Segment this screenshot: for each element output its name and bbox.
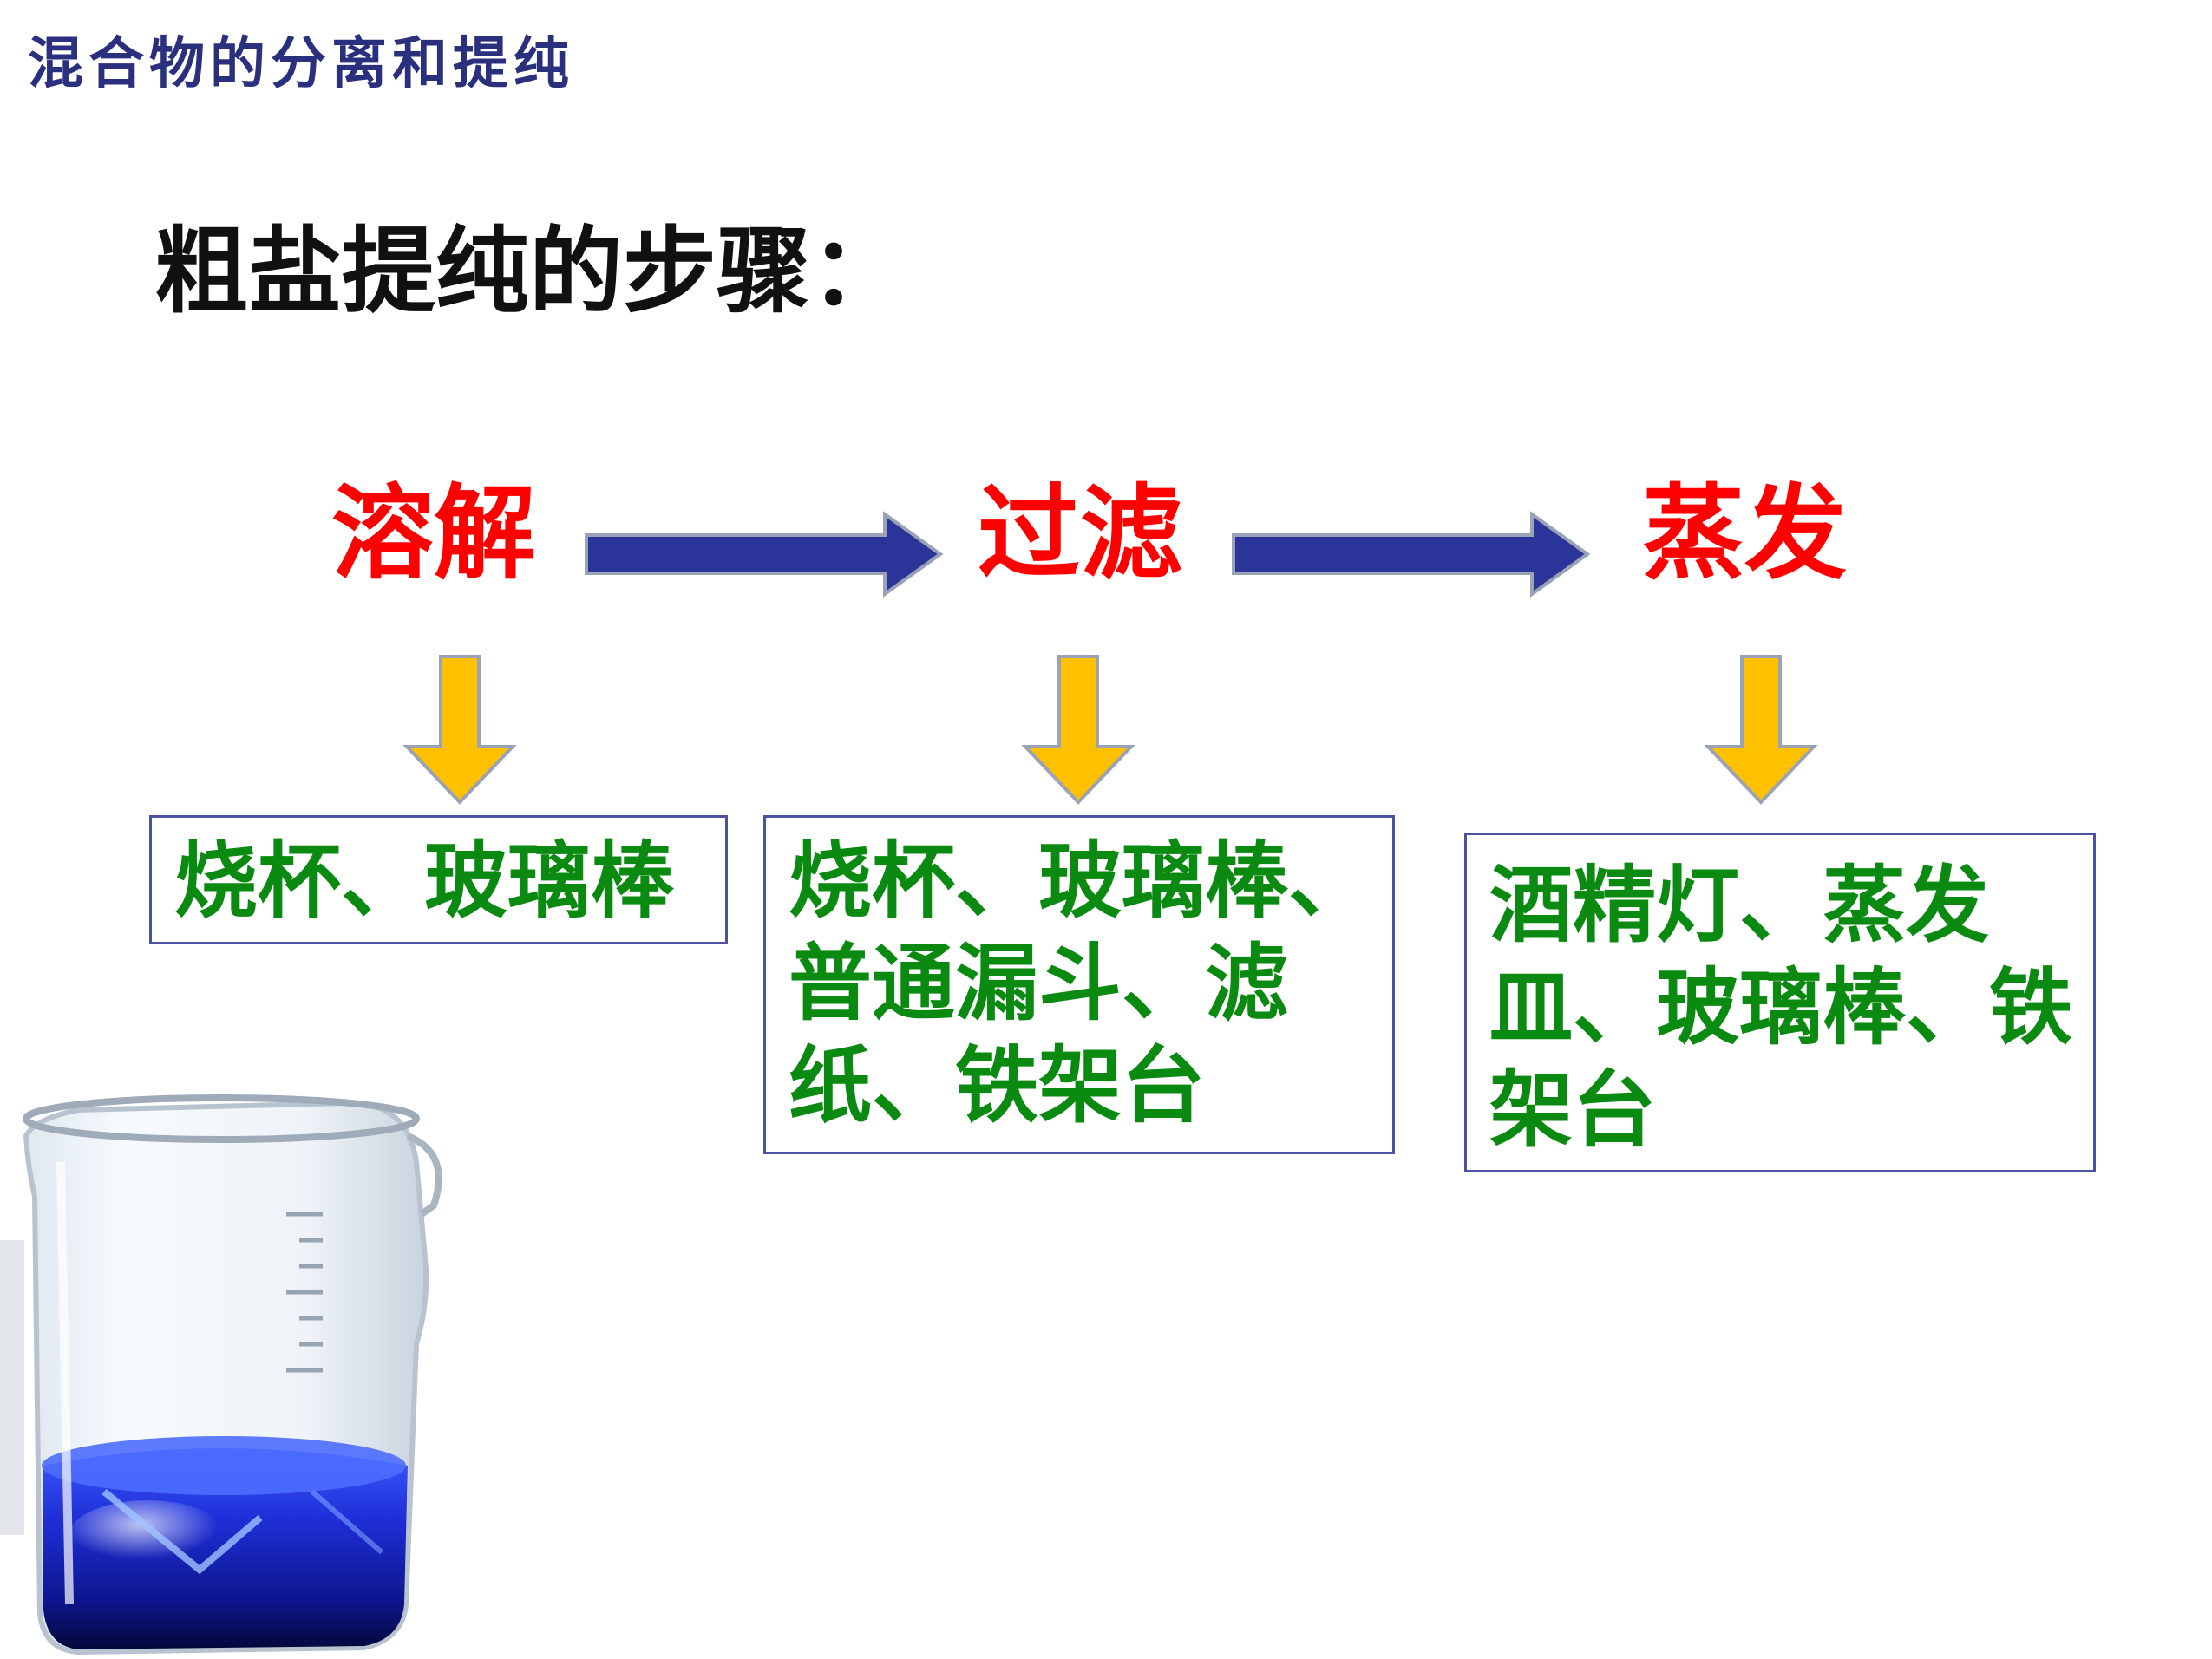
down-arrow-icon [402,655,517,805]
evaporate-tools-box: 酒精灯、蒸发皿、玻璃棒、铁架台 [1464,833,2096,1172]
dissolve-tools-box: 烧杯、玻璃棒 [149,815,728,944]
beaker-image [0,1094,442,1656]
filter-tools-box: 烧杯、玻璃棒、普通漏斗、滤纸、铁架台 [763,815,1395,1154]
evaporate-tools-text: 酒精灯、蒸发皿、玻璃棒、铁架台 [1489,856,2072,1159]
slide-heading: 粗盐提纯的步骤： [154,217,905,326]
filter-tools-text: 烧杯、玻璃棒、普通漏斗、滤纸、铁架台 [789,832,1371,1134]
down-arrow-icon [1021,655,1135,805]
right-arrow-icon [585,511,944,598]
down-arrow-icon [1704,655,1818,805]
step-filter-label: 过滤 [978,473,1183,593]
step-evaporate-label: 蒸发 [1642,473,1848,593]
dissolve-tools-text: 烧杯、玻璃棒 [174,832,674,930]
step-dissolve-label: 溶解 [331,473,537,593]
slide-corner-title: 混合物的分离和提纯 [28,31,574,96]
right-arrow-icon [1232,511,1591,598]
